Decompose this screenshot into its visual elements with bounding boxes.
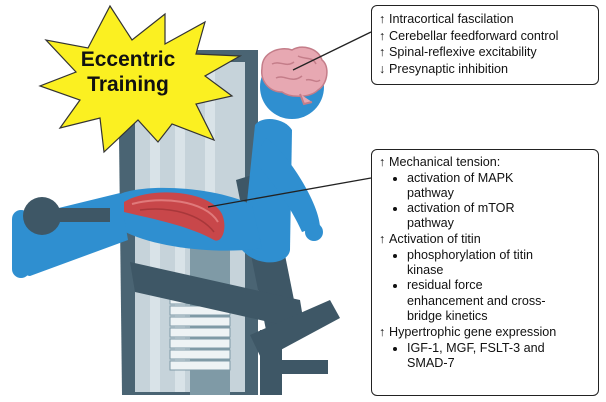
starburst [38, 4, 243, 154]
bullet-item: activation of MAPK pathway [379, 171, 592, 201]
foot [12, 210, 30, 278]
bullet-item: IGF-1, MGF, FSLT-3 and SMAD-7 [379, 341, 592, 371]
neural-item: ↓Presynaptic inhibition [379, 61, 509, 76]
section-heading: ↑Activation of titin [379, 232, 481, 247]
burst-label: Eccentric Training [58, 47, 198, 97]
neural-adaptations-box: ↑Intracortical fascilation ↑Cerebellar f… [371, 5, 599, 85]
connector-muscle [207, 177, 372, 208]
brain [261, 46, 328, 106]
bullet-item: residual force enhancement and cross- br… [379, 278, 592, 324]
section-heading: ↑Mechanical tension: [379, 155, 501, 169]
ankle-pad [23, 197, 61, 235]
burst-label-line2: Training [87, 73, 169, 96]
muscular-adaptations-box: ↑Mechanical tension: activation of MAPK … [371, 149, 599, 396]
bullet-item: activation of mTOR pathway [379, 201, 592, 231]
arm [252, 138, 320, 232]
burst-label-line1: Eccentric [80, 48, 176, 71]
section-heading: ↑Hypertrophic gene expression [379, 325, 557, 340]
bullet-item: phosphorylation of titin kinase [379, 248, 592, 278]
neural-item: ↑Spinal-reflexive excitability [379, 45, 537, 60]
quadriceps-muscle [124, 192, 225, 241]
neural-item: ↑Cerebellar feedforward control [379, 28, 559, 43]
neural-item: ↑Intracortical fascilation [379, 12, 514, 26]
connector-brain [292, 31, 372, 71]
